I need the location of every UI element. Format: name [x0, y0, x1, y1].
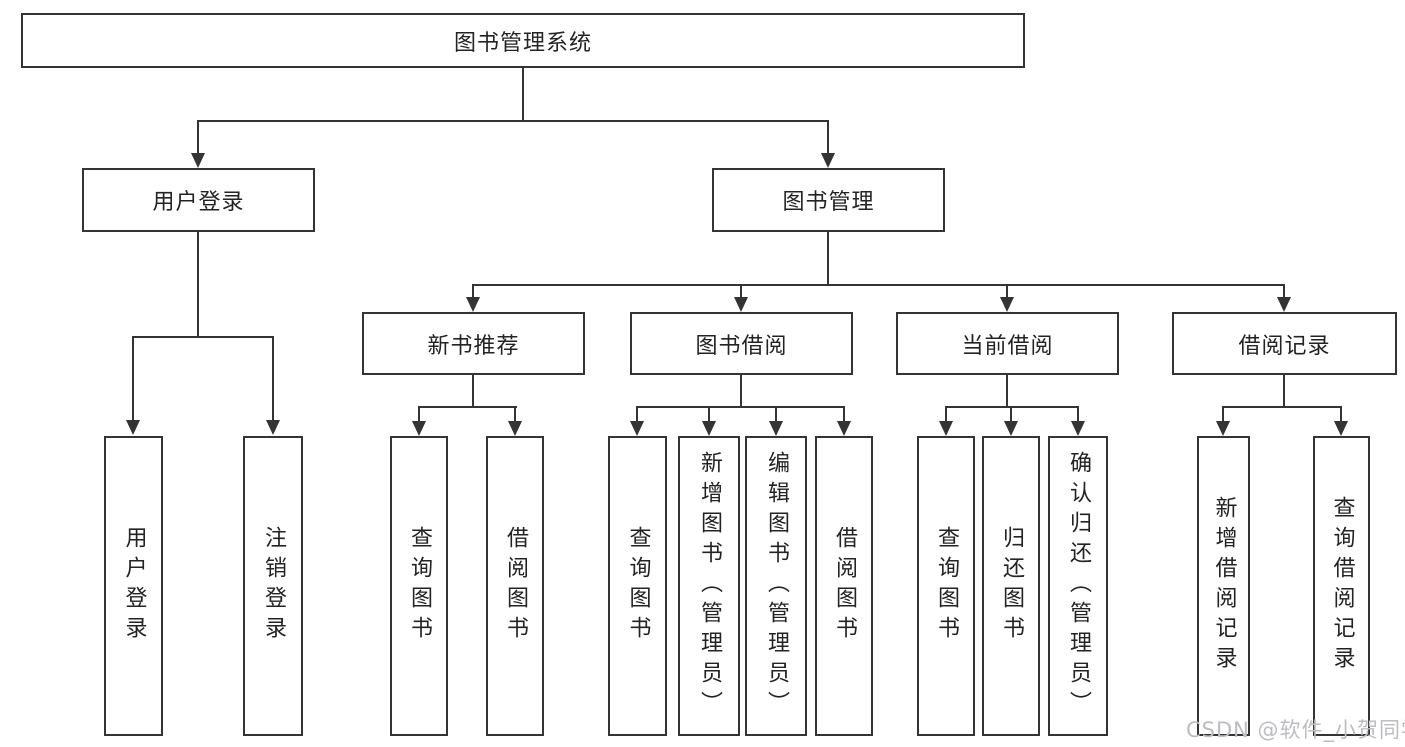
connector-root-branch	[197, 120, 829, 122]
leaf-query-borrow-record: 查询借阅记录	[1313, 436, 1370, 736]
connector-borrow-stem	[740, 375, 742, 406]
connector-user-login-branch	[133, 336, 274, 338]
connector-leaf-drop	[1010, 406, 1012, 422]
connector-records-stem	[1283, 375, 1285, 406]
leaf-borrow-books: 借阅图书	[815, 436, 873, 736]
leaf-query-books-recommend: 查询图书	[390, 436, 448, 736]
leaf-label: 归还图书	[999, 526, 1024, 646]
leaf-label: 借阅图书	[832, 526, 857, 646]
connector-user-login-stem	[197, 232, 199, 336]
leaf-query-books-current: 查询图书	[917, 436, 975, 736]
leaf-label: 新增图书（管理员）	[697, 451, 722, 721]
connector-leaf-drop	[272, 336, 274, 421]
arrowhead-down-icon	[508, 421, 522, 436]
leaf-label: 用户登录	[121, 526, 147, 646]
arrowhead-down-icon	[191, 153, 205, 168]
connector-leaf-drop	[843, 406, 845, 422]
connector-leaf-drop	[418, 406, 420, 422]
leaf-query-books-borrow: 查询图书	[608, 436, 667, 736]
connector-root-stem	[522, 68, 524, 120]
arrowhead-down-icon	[1071, 421, 1085, 436]
arrowhead-down-icon	[734, 297, 748, 312]
arrowhead-down-icon	[769, 421, 783, 436]
arrowhead-down-icon	[939, 421, 953, 436]
node-library-system: 图书管理系统	[21, 13, 1025, 68]
connector-leaf-drop	[1340, 406, 1342, 422]
connector-book-mgmt-stem	[827, 232, 829, 284]
connector-leaf-drop	[775, 406, 777, 422]
arrowhead-down-icon	[412, 421, 426, 436]
csdn-watermark: CSDN @软件_小贺同学	[1186, 718, 1405, 742]
connector-user-login-drop	[197, 120, 199, 156]
node-book-management: 图书管理	[712, 168, 945, 232]
connector-leaf-drop	[636, 406, 638, 422]
connector-leaf-drop	[1077, 406, 1079, 422]
node-book-borrowing: 图书借阅	[630, 312, 853, 375]
leaf-add-borrow-record: 新增借阅记录	[1197, 436, 1250, 736]
connector-borrow-branch	[637, 406, 845, 408]
arrowhead-down-icon	[266, 420, 280, 435]
connector-level3-drop	[1283, 284, 1285, 300]
leaf-label: 编辑图书（管理员）	[764, 451, 789, 721]
arrowhead-down-icon	[1216, 421, 1230, 436]
leaf-label: 查询图书	[625, 526, 651, 646]
connector-leaf-drop	[514, 406, 516, 422]
node-user-login: 用户登录	[82, 168, 315, 232]
connector-level3-drop	[472, 284, 474, 300]
connector-book-mgmt-branch	[472, 284, 1285, 286]
node-borrowing-records: 借阅记录	[1172, 312, 1397, 375]
leaf-confirm-return-admin: 确认归还（管理员）	[1048, 436, 1108, 736]
arrowhead-down-icon	[466, 297, 480, 312]
arrowhead-down-icon	[1000, 297, 1014, 312]
connector-leaf-drop	[1222, 406, 1224, 422]
arrowhead-down-icon	[1334, 421, 1348, 436]
connector-book-mgmt-drop	[827, 120, 829, 156]
leaf-label: 确认归还（管理员）	[1066, 451, 1091, 721]
connector-newbook-branch	[419, 406, 517, 408]
arrowhead-down-icon	[1004, 421, 1018, 436]
connector-level3-drop	[1006, 284, 1008, 300]
leaf-label: 新增借阅记录	[1211, 496, 1237, 676]
leaf-logout: 注销登录	[243, 436, 303, 736]
connector-leaf-drop	[708, 406, 710, 422]
connector-current-branch	[946, 406, 1079, 408]
node-new-book-recommendation: 新书推荐	[362, 312, 585, 375]
leaf-edit-books-admin: 编辑图书（管理员）	[745, 436, 807, 736]
arrowhead-down-icon	[1277, 297, 1291, 312]
leaf-add-books-admin: 新增图书（管理员）	[678, 436, 740, 736]
connector-leaf-drop	[945, 406, 947, 422]
leaf-borrow-books-recommend: 借阅图书	[486, 436, 544, 736]
leaf-label: 查询图书	[934, 526, 959, 646]
leaf-label: 注销登录	[261, 526, 286, 646]
leaf-label: 借阅图书	[503, 526, 528, 646]
leaf-user-login: 用户登录	[104, 436, 163, 736]
arrowhead-down-icon	[837, 421, 851, 436]
arrowhead-down-icon	[821, 153, 835, 168]
connector-level3-drop	[740, 284, 742, 300]
connector-newbook-stem	[472, 375, 474, 406]
node-current-borrowing: 当前借阅	[896, 312, 1119, 375]
arrowhead-down-icon	[630, 421, 644, 436]
leaf-label: 查询借阅记录	[1329, 496, 1355, 676]
arrowhead-down-icon	[126, 420, 140, 435]
arrowhead-down-icon	[702, 421, 716, 436]
connector-records-branch	[1223, 406, 1342, 408]
leaf-return-books: 归还图书	[982, 436, 1040, 736]
leaf-label: 查询图书	[407, 526, 432, 646]
connector-current-stem	[1006, 375, 1008, 406]
connector-leaf-drop	[132, 336, 134, 421]
